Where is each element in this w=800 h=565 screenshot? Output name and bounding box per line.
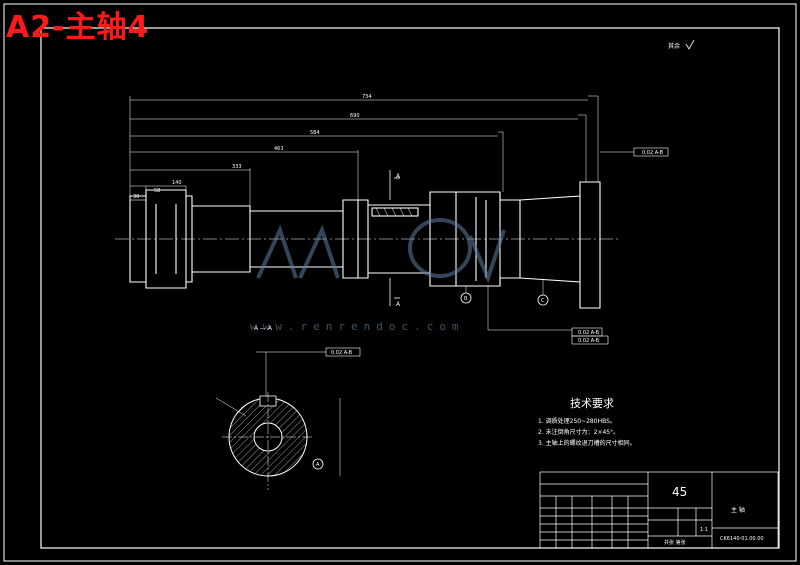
section-mark-a-bottom: A xyxy=(396,301,401,308)
roughness-note: 其余 xyxy=(668,42,680,50)
tech-requirement-2: 2. 未注倒角尺寸为：2×45°。 xyxy=(538,428,619,436)
tolerance-1: 0.02 A-B xyxy=(642,150,664,156)
datum-a-label: A xyxy=(316,462,320,468)
tolerance-frames xyxy=(256,147,669,357)
dim-690: 690 xyxy=(350,113,360,119)
page-title: A2-主轴4 xyxy=(6,10,150,45)
watermark-logo xyxy=(256,218,506,284)
section-view-label: A — A xyxy=(254,325,273,332)
datum-b-label: B xyxy=(464,296,468,302)
datum-c-label: C xyxy=(541,298,545,304)
title-block-scale: 1:1 xyxy=(700,527,708,533)
leader-lines xyxy=(465,280,572,331)
dim-463: 463 xyxy=(274,146,284,152)
title-block-drawing-no: CK6140-01.00.00 xyxy=(720,536,764,542)
outer-frame xyxy=(3,3,797,562)
dim-140: 140 xyxy=(172,180,182,186)
dim-58: 58 xyxy=(154,188,160,194)
dimension-lines xyxy=(130,99,588,201)
title-block-part-name: 主 轴 xyxy=(731,506,745,514)
tech-requirement-1: 1. 调质处理250~280HBS。 xyxy=(538,417,616,425)
dim-584: 584 xyxy=(310,130,320,136)
shaft-profile xyxy=(129,181,601,309)
section-mark-a-top: A xyxy=(396,173,401,180)
dim-734: 734 xyxy=(362,94,372,100)
roughness-symbol xyxy=(685,39,695,50)
dim-333: 333 xyxy=(232,164,242,170)
tolerance-3: 0.02 A-B xyxy=(578,338,600,344)
tech-requirement-3: 3. 主轴上的螺纹退刀槽的尺寸相同。 xyxy=(538,439,636,447)
title-block-material: 45 xyxy=(672,485,687,499)
dimension-extension-lines xyxy=(129,95,599,206)
title-block-sheet: 共张 第张 xyxy=(664,539,686,546)
inner-frame xyxy=(40,27,780,549)
section-cut-marks xyxy=(389,170,400,306)
datum-a-symbol xyxy=(312,458,324,470)
tech-requirements-heading: 技术要求 xyxy=(570,397,614,410)
watermark-text: www.renrendoc.com xyxy=(250,320,465,333)
dim-30: 30 xyxy=(133,194,139,200)
section-view-a-a xyxy=(215,352,341,490)
tolerance-4: 0.02 A-B xyxy=(331,350,353,356)
title-block xyxy=(539,471,779,549)
tolerance-2: 0.02 A-B xyxy=(578,330,600,336)
